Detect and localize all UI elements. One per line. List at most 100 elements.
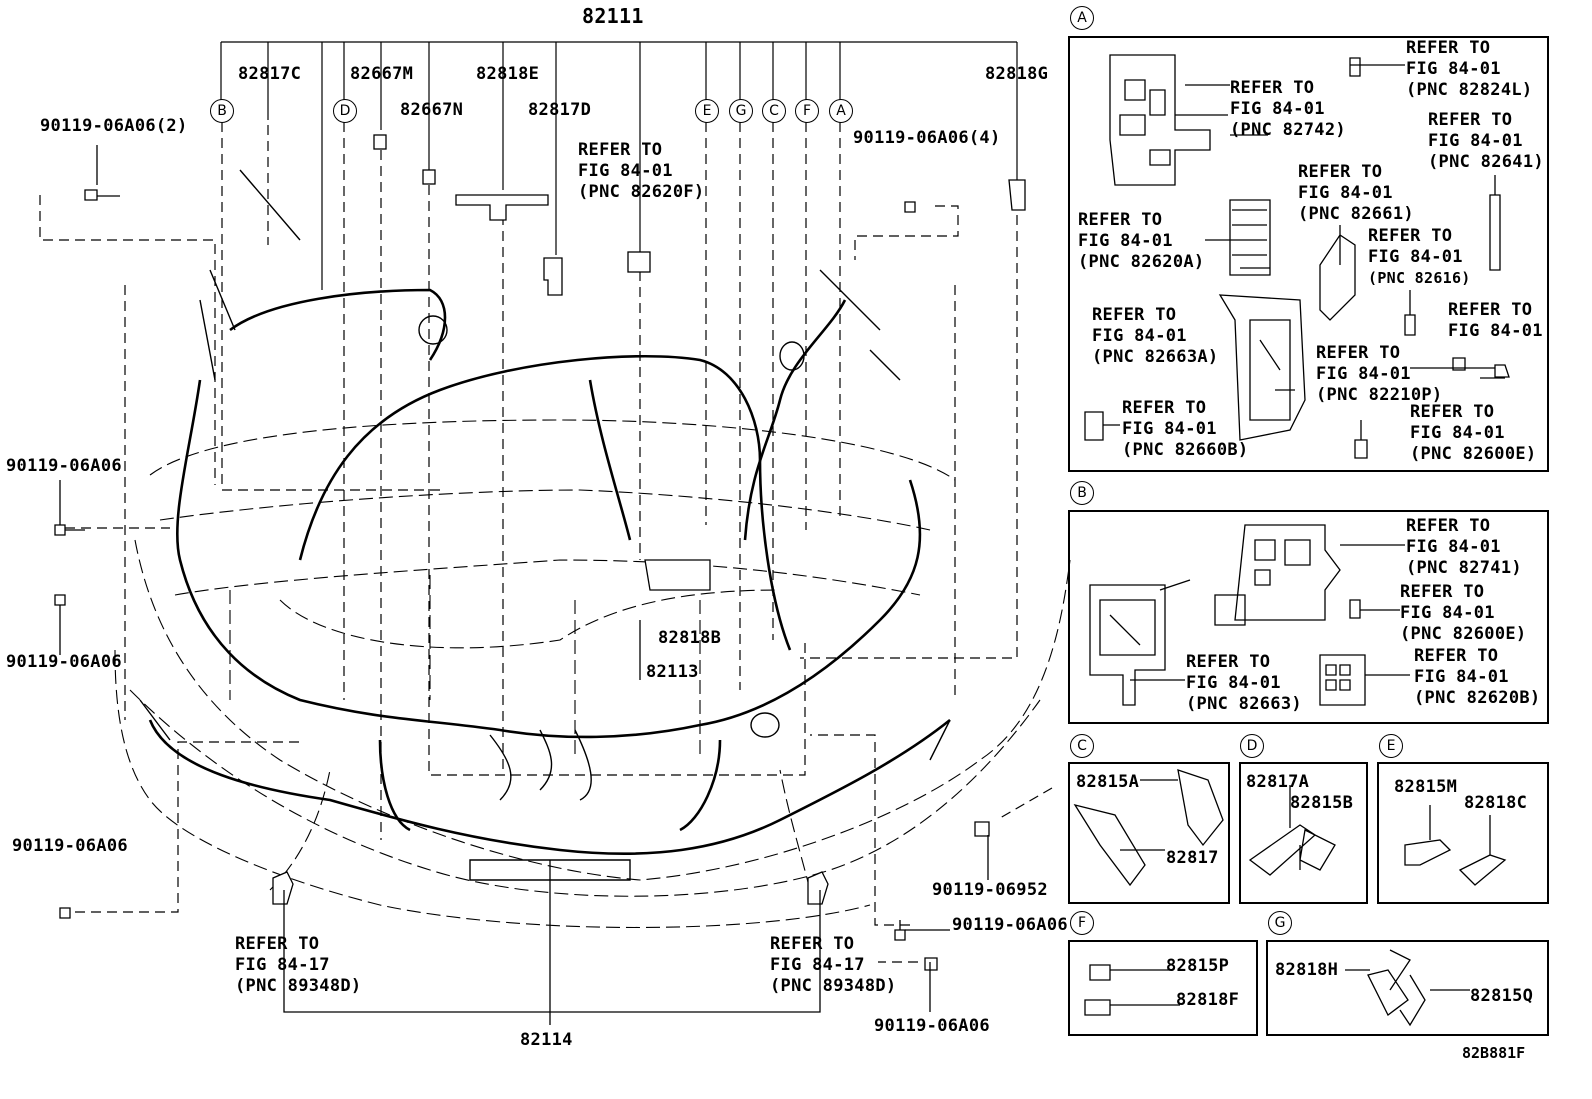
refer-line: REFER TO [1410, 402, 1495, 422]
bolt-label-right-top: 90119-06A06(4) [853, 128, 1001, 148]
refer-line: REFER TO [770, 934, 855, 954]
callout-a: A [829, 99, 853, 123]
panel-a-refer-82663a: REFER TO FIG 84-01 (PNC 82663A) [1092, 305, 1218, 368]
refer-line: (PNC 82663) [1186, 694, 1302, 714]
refer-line: REFER TO [1368, 226, 1453, 246]
refer-line: FIG 84-01 [1186, 673, 1281, 693]
refer-line: REFER TO [1316, 343, 1401, 363]
panel-e-tag: E [1379, 734, 1403, 758]
panel-d [1239, 762, 1368, 904]
refer-line: (PNC 82641) [1428, 152, 1544, 172]
refer-line: FIG 84-01 [1316, 364, 1411, 384]
panel-b [1068, 510, 1549, 724]
refer-line: (PNC 82620F) [578, 182, 705, 202]
refer-line: FIG 84-01 [1122, 419, 1217, 439]
refer-line: FIG 84-01 [578, 161, 673, 181]
part-82818c-label: 82818C [1464, 793, 1528, 813]
panel-a-tag: A [1070, 6, 1094, 30]
callout-c: C [762, 99, 786, 123]
panel-a-refer-82641: REFER TO FIG 84-01 (PNC 82641) [1428, 110, 1544, 173]
part-82818g-label: 82818G [985, 64, 1049, 84]
refer-line: REFER TO [1122, 398, 1207, 418]
refer-line: (PNC 82663A) [1092, 347, 1219, 367]
refer-line: REFER TO [1448, 300, 1533, 320]
panel-b-refer-82663: REFER TO FIG 84-01 (PNC 82663) [1186, 652, 1302, 715]
bolt-label-left-low: 90119-06A06 [12, 836, 128, 856]
panel-c [1068, 762, 1230, 904]
refer-bottom-left: REFER TO FIG 84-17 (PNC 89348D) [235, 934, 361, 997]
refer-line: (PNC 82620B) [1414, 688, 1541, 708]
panel-a-refer-82616: REFER TO FIG 84-01 (PNC 82616) [1368, 226, 1471, 289]
part-82815p-label: 82815P [1166, 956, 1230, 976]
callout-b: B [210, 99, 234, 123]
part-82667m-label: 82667M [350, 64, 414, 84]
bolt-label-right-low: 90119-06A06 [952, 915, 1068, 935]
refer-line: FIG 84-01 [1414, 667, 1509, 687]
refer-line: FIG 84-01 [1406, 59, 1501, 79]
refer-line: FIG 84-01 [1298, 183, 1393, 203]
panel-a-refer-82600e: REFER TO FIG 84-01 (PNC 82600E) [1410, 402, 1536, 465]
bolt-label-left-top: 90119-06A06(2) [40, 116, 188, 136]
refer-line: FIG 84-01 [1078, 231, 1173, 251]
panel-f-tag: F [1070, 911, 1094, 935]
part-82818e-label: 82818E [476, 64, 540, 84]
refer-line: (PNC 82741) [1406, 558, 1522, 578]
panel-a-refer-82660b: REFER TO FIG 84-01 (PNC 82660B) [1122, 398, 1248, 461]
panel-a-refer-82742: REFER TO FIG 84-01 (PNC 82742) [1230, 78, 1346, 141]
panel-g-tag: G [1268, 911, 1292, 935]
refer-line: (PNC 82660B) [1122, 440, 1249, 460]
refer-line: REFER TO [1230, 78, 1315, 98]
panel-a-refer-82824l: REFER TO FIG 84-01 (PNC 82824L) [1406, 38, 1532, 101]
refer-line: FIG 84-01 [1428, 131, 1523, 151]
panel-d-tag: D [1240, 734, 1264, 758]
part-82114-label: 82114 [520, 1030, 573, 1050]
refer-center: REFER TO FIG 84-01 (PNC 82620F) [578, 140, 704, 203]
callout-e: E [695, 99, 719, 123]
refer-line: FIG 84-01 [1368, 247, 1463, 267]
part-82817-label: 82817 [1166, 848, 1219, 868]
part-82818b-label: 82818B [658, 628, 722, 648]
refer-line: REFER TO [1400, 582, 1485, 602]
part-82817c-label: 82817C [238, 64, 302, 84]
refer-line: (PNC 82600E) [1400, 624, 1527, 644]
refer-line: FIG 84-01 [1400, 603, 1495, 623]
panel-f [1068, 940, 1258, 1036]
callout-f: F [795, 99, 819, 123]
refer-line: REFER TO [1298, 162, 1383, 182]
refer-line: (PNC 89348D) [235, 976, 362, 996]
panel-a-refer-fig: REFER TO FIG 84-01 [1448, 300, 1543, 342]
callout-d: D [333, 99, 357, 123]
refer-line: FIG 84-01 [1410, 423, 1505, 443]
refer-line: FIG 84-01 [1406, 537, 1501, 557]
refer-line: (PNC 82824L) [1406, 80, 1533, 100]
panel-a-refer-82620a: REFER TO FIG 84-01 (PNC 82620A) [1078, 210, 1204, 273]
part-82111-label: 82111 [582, 4, 644, 28]
part-82667n-label: 82667N [400, 100, 464, 120]
bolt-label-06952: 90119-06952 [932, 880, 1048, 900]
part-82815a-label: 82815A [1076, 772, 1140, 792]
refer-line: REFER TO [1406, 516, 1491, 536]
panel-g [1266, 940, 1549, 1036]
refer-line: FIG 84-17 [235, 955, 330, 975]
refer-line: (PNC 82742) [1230, 120, 1346, 140]
panel-a-refer-82661: REFER TO FIG 84-01 (PNC 82661) [1298, 162, 1414, 225]
refer-line: REFER TO [1428, 110, 1513, 130]
callout-g: G [729, 99, 753, 123]
refer-line: FIG 84-01 [1448, 321, 1543, 341]
part-82817a-label: 82817A [1246, 772, 1310, 792]
refer-line: (PNC 82661) [1298, 204, 1414, 224]
refer-line: (PNC 82616) [1368, 269, 1471, 287]
refer-line: REFER TO [1414, 646, 1499, 666]
panel-e [1377, 762, 1549, 904]
refer-line: REFER TO [578, 140, 663, 160]
refer-line: FIG 84-01 [1230, 99, 1325, 119]
part-82815m-label: 82815M [1394, 777, 1458, 797]
panel-b-refer-82600e: REFER TO FIG 84-01 (PNC 82600E) [1400, 582, 1526, 645]
panel-b-refer-82741: REFER TO FIG 84-01 (PNC 82741) [1406, 516, 1522, 579]
part-82817d-label: 82817D [528, 100, 592, 120]
figure-code: 82B881F [1462, 1044, 1526, 1062]
refer-line: (PNC 82210P) [1316, 385, 1443, 405]
panel-b-tag: B [1070, 481, 1094, 505]
part-82815b-label: 82815B [1290, 793, 1354, 813]
